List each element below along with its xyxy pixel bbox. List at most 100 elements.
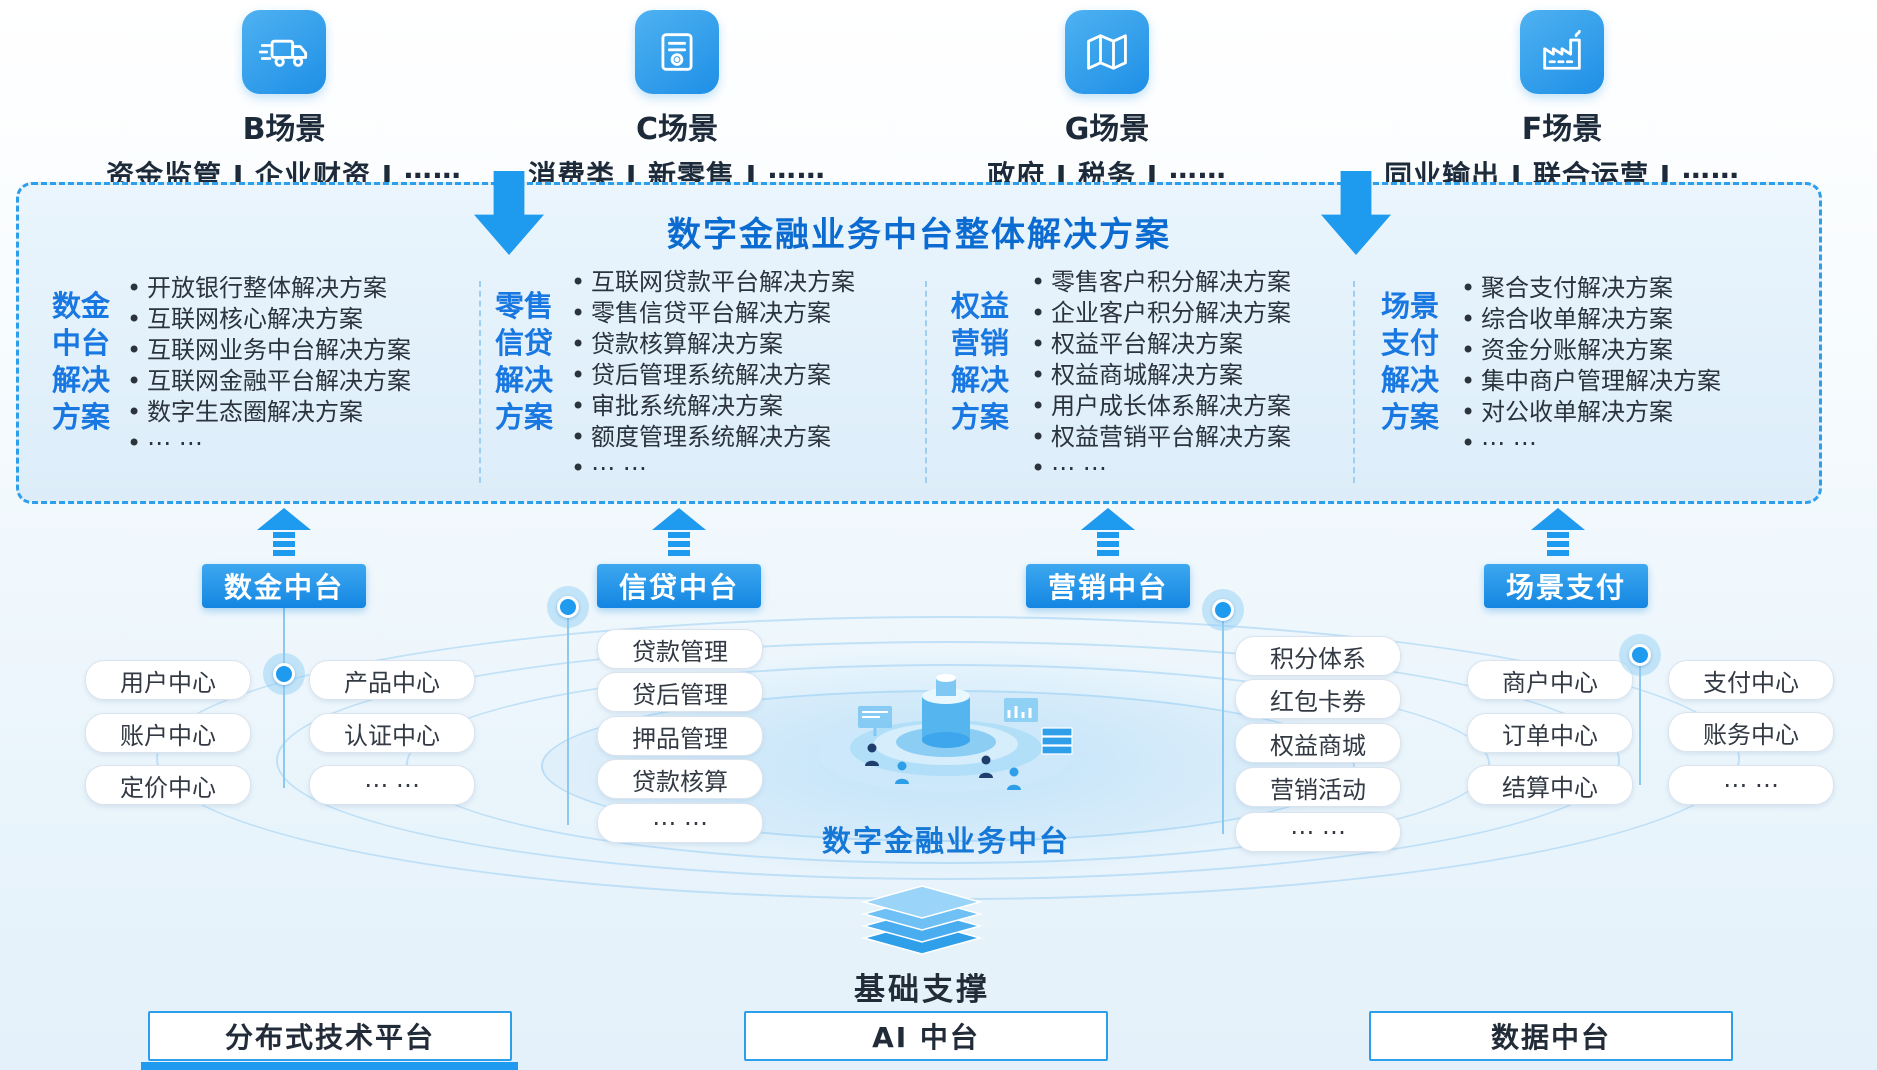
up-arrow-icon — [652, 508, 706, 556]
module-pill: 商户中心 — [1467, 660, 1633, 700]
module-pill: 定价中心 — [85, 765, 251, 805]
module-pill: ⋯ ⋯ — [309, 765, 475, 805]
column-divider — [1353, 281, 1355, 483]
solution-panel: 数字金融业务中台整体解决方案 数金 中台 解决 方案 开放银行整体解决方案 互联… — [16, 182, 1822, 504]
column-divider — [925, 281, 927, 483]
platform-button-yingxiao: 营销中台 — [1026, 564, 1190, 608]
platform-button-shujin: 数金中台 — [202, 564, 366, 608]
solution-item: 互联网业务中台解决方案 — [121, 335, 411, 366]
module-pill: 贷款管理 — [597, 629, 763, 669]
module-pill: 账户中心 — [85, 713, 251, 753]
scenario-f: F场景 同业输出 I 联合运营 I ⋯⋯ — [1332, 10, 1792, 194]
solution-item: 互联网贷款平台解决方案 — [565, 267, 855, 298]
solution-column-label: 场景 支付 解决 方案 — [1380, 289, 1439, 434]
platform-button-changjing: 场景支付 — [1484, 564, 1648, 608]
scenario-icon-tile — [1065, 10, 1149, 94]
ring-decoration — [406, 664, 1490, 864]
foundation-box-distributed: 分布式技术平台 — [148, 1011, 512, 1061]
connector-node — [1202, 589, 1244, 631]
solution-column: 零售客户积分解决方案 企业客户积分解决方案 权益平台解决方案 权益商城解决方案 … — [1025, 267, 1291, 484]
scenario-title: B场景 — [242, 112, 326, 147]
solution-item: 数字生态圈解决方案 — [121, 397, 411, 428]
bottom-accent-bar — [141, 1062, 518, 1070]
solution-column-label: 零售 信贷 解决 方案 — [494, 289, 553, 434]
solution-item: ⋯ ⋯ — [1455, 428, 1721, 459]
module-pill: 权益商城 — [1235, 723, 1401, 763]
map-icon — [1087, 34, 1127, 70]
connector-line — [1222, 610, 1224, 834]
module-pill: 订单中心 — [1467, 713, 1633, 753]
module-pill: 用户中心 — [85, 660, 251, 700]
foundation-box-data: 数据中台 — [1369, 1011, 1733, 1061]
scenario-icon-tile — [242, 10, 326, 94]
module-pill: 贷款核算 — [597, 759, 763, 799]
solution-item: 开放银行整体解决方案 — [121, 273, 411, 304]
scenario-b: B场景 资金监管 I 企业财资 I ⋯⋯ — [64, 10, 504, 194]
scenario-c: C场景 消费类 I 新零售 I ⋯⋯ — [457, 10, 897, 194]
platform-illustration — [818, 674, 1074, 792]
module-pill: ⋯ ⋯ — [1668, 765, 1834, 805]
module-pill: 贷后管理 — [597, 672, 763, 712]
connector-line — [567, 607, 569, 825]
connector-node — [263, 653, 305, 695]
factory-icon — [1543, 30, 1581, 70]
solution-item: 资金分账解决方案 — [1455, 335, 1721, 366]
scenario-g: G场景 政府 I 税务 I ⋯⋯ — [887, 10, 1327, 194]
module-pill: 产品中心 — [309, 660, 475, 700]
solution-item: 贷后管理系统解决方案 — [565, 360, 855, 391]
solution-item: 综合收单解决方案 — [1455, 304, 1721, 335]
up-arrow-icon — [1531, 508, 1585, 556]
column-divider — [479, 281, 481, 483]
module-pill: 结算中心 — [1467, 765, 1633, 805]
connector-node — [547, 586, 589, 628]
solution-item: 集中商户管理解决方案 — [1455, 366, 1721, 397]
module-pill: 账务中心 — [1668, 712, 1834, 752]
module-pill: 红包卡券 — [1235, 679, 1401, 719]
layers-stack-icon — [861, 885, 983, 955]
solution-item: 互联网金融平台解决方案 — [121, 366, 411, 397]
scenario-icon-tile — [635, 10, 719, 94]
solution-item: 互联网核心解决方案 — [121, 304, 411, 335]
solution-column: 互联网贷款平台解决方案 零售信贷平台解决方案 贷款核算解决方案 贷后管理系统解决… — [565, 267, 855, 484]
solution-column: 聚合支付解决方案 综合收单解决方案 资金分账解决方案 集中商户管理解决方案 对公… — [1455, 273, 1721, 459]
solution-item: 零售信贷平台解决方案 — [565, 298, 855, 329]
up-arrow-icon — [1081, 508, 1135, 556]
solution-item: 权益营销平台解决方案 — [1025, 422, 1291, 453]
scenario-title: C场景 — [635, 112, 719, 147]
solution-item: 零售客户积分解决方案 — [1025, 267, 1291, 298]
ring-decoration — [276, 641, 1620, 880]
module-pill: 营销活动 — [1235, 767, 1401, 807]
solution-item: ⋯ ⋯ — [1025, 453, 1291, 484]
connector-node — [1619, 634, 1661, 676]
solution-item: 权益商城解决方案 — [1025, 360, 1291, 391]
module-pill: 认证中心 — [309, 713, 475, 753]
solution-item: 用户成长体系解决方案 — [1025, 391, 1291, 422]
solution-item: ⋯ ⋯ — [565, 453, 855, 484]
center-platform-label: 数字金融业务中台 — [821, 824, 1070, 858]
module-pill: ⋯ ⋯ — [1235, 812, 1401, 852]
scenario-icon-tile — [1520, 10, 1604, 94]
platform-button-xindai: 信贷中台 — [597, 564, 761, 608]
foundation-label: 基础支撑 — [854, 972, 990, 1008]
module-pill: ⋯ ⋯ — [597, 803, 763, 843]
solution-item: 聚合支付解决方案 — [1455, 273, 1721, 304]
up-arrow-icon — [257, 508, 311, 556]
connector-line — [283, 608, 285, 788]
solution-column-label: 权益 营销 解决 方案 — [950, 289, 1009, 434]
module-pill: 积分体系 — [1235, 636, 1401, 676]
solution-item: 对公收单解决方案 — [1455, 397, 1721, 428]
solution-panel-title: 数字金融业务中台整体解决方案 — [667, 215, 1171, 255]
solution-column-label: 数金 中台 解决 方案 — [51, 289, 110, 434]
solution-column: 开放银行整体解决方案 互联网核心解决方案 互联网业务中台解决方案 互联网金融平台… — [121, 273, 411, 459]
module-pill: 押品管理 — [597, 716, 763, 756]
solution-item: 审批系统解决方案 — [565, 391, 855, 422]
truck-icon — [258, 39, 308, 67]
foundation-box-ai: AI 中台 — [744, 1011, 1108, 1061]
receipt-icon — [661, 33, 693, 71]
module-pill: 支付中心 — [1668, 660, 1834, 700]
scenario-title: G场景 — [1064, 112, 1150, 147]
connector-line — [1639, 655, 1641, 785]
solution-item: ⋯ ⋯ — [121, 428, 411, 459]
scenario-title: F场景 — [1521, 112, 1603, 147]
